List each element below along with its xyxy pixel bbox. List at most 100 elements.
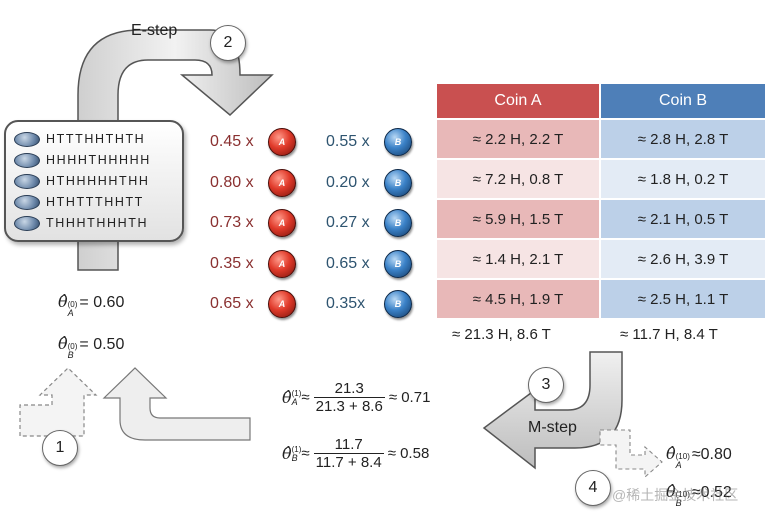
initial-theta-a: θ̂ (0) A = 0.60 — [58, 292, 124, 318]
iteration-label: (1) — [291, 444, 302, 454]
coin-b-header: Coin B — [601, 84, 765, 118]
sequence-row: THHHTHHHTH — [14, 214, 148, 232]
sequence-text: HTTTHHTHTH — [46, 132, 146, 146]
coin-a-icon: A — [268, 169, 296, 197]
weight-b: 0.65 x — [326, 255, 370, 272]
result-b: ≈ 0.58 — [387, 445, 430, 462]
step-number-1: 1 — [42, 430, 78, 466]
coin-icon — [14, 131, 40, 147]
fraction-a: 21.3 21.3 + 8.6 — [313, 380, 385, 415]
initial-value-a: = 0.60 — [79, 294, 125, 311]
sequence-row: HTHTTTHHTT — [14, 193, 144, 211]
initial-theta-b: θ̂ (0) B = 0.50 — [58, 334, 124, 360]
iteration-label: (10) — [675, 490, 690, 499]
coin-a-icon: A — [268, 250, 296, 278]
coin-b-cell: ≈ 1.8 H, 0.2 T — [601, 160, 765, 198]
theta-symbol: θ̂ — [282, 388, 292, 407]
final-value-b: ≈0.52 — [691, 484, 732, 501]
initial-value-b: = 0.50 — [79, 336, 125, 353]
coin-a-cell: ≈ 1.4 H, 2.1 T — [437, 240, 599, 278]
theta-symbol: θ̂ — [282, 444, 292, 463]
iteration-label: (10) — [675, 452, 690, 461]
weight-a: 0.80 x — [210, 174, 254, 191]
coin-b-icon: B — [384, 290, 412, 318]
m-step-arrow — [482, 351, 623, 470]
weight-a: 0.73 x — [210, 214, 254, 231]
update-theta-a: θ̂ (1) A ≈ 21.3 21.3 + 8.6 ≈ 0.71 — [282, 380, 430, 415]
result-a: ≈ 0.71 — [388, 389, 431, 406]
iteration-label: (1) — [291, 388, 302, 398]
coin-b-cell: ≈ 2.1 H, 0.5 T — [601, 200, 765, 238]
coin-a-total: ≈ 21.3 H, 8.6 T — [452, 326, 551, 343]
sequence-row: HTTTHHTHTH — [14, 130, 145, 148]
weight-a: 0.35 x — [210, 255, 254, 272]
coin-b-cell: ≈ 2.6 H, 3.9 T — [601, 240, 765, 278]
weight-b: 0.55 x — [326, 133, 370, 150]
approx-symbol: ≈ — [301, 445, 310, 462]
weight-a: 0.65 x — [210, 295, 254, 312]
weight-a: 0.45 x — [210, 133, 254, 150]
coin-b-icon: B — [384, 209, 412, 237]
sequence-text: THHHTHHHTH — [46, 216, 149, 230]
coin-b-cell: ≈ 2.8 H, 2.8 T — [601, 120, 765, 158]
coin-a-cell: ≈ 5.9 H, 1.5 T — [437, 200, 599, 238]
fraction-b: 11.7 11.7 + 8.4 — [313, 436, 384, 471]
coin-b-total: ≈ 11.7 H, 8.4 T — [620, 326, 718, 343]
update-theta-b: θ̂ (1) B ≈ 11.7 11.7 + 8.4 ≈ 0.58 — [282, 436, 429, 471]
final-value-a: ≈0.80 — [691, 446, 732, 463]
denominator: 21.3 + 8.6 — [313, 397, 385, 415]
theta-symbol: θ̂ — [58, 292, 68, 311]
step-number-4: 4 — [575, 470, 611, 506]
coin-icon — [14, 152, 40, 168]
coin-subscript: A — [291, 396, 298, 407]
m-step-label: M-step — [528, 419, 577, 436]
coin-b-icon: B — [384, 250, 412, 278]
coin-subscript: B — [67, 350, 74, 360]
coin-subscript: A — [67, 308, 74, 318]
sequence-text: HHHHTHHHHH — [46, 153, 151, 167]
e-step-label: E-step — [131, 22, 178, 39]
coin-subscript: A — [675, 460, 682, 470]
coin-icon — [14, 215, 40, 231]
final-arrow — [599, 429, 663, 479]
weight-b: 0.27 x — [326, 214, 370, 231]
coin-icon — [14, 173, 40, 189]
coin-a-icon: A — [268, 128, 296, 156]
sequence-row: HTHHHHHTHH — [14, 172, 150, 190]
weight-b: 0.35x — [326, 295, 366, 312]
step-number-2: 2 — [210, 25, 246, 61]
watermark: @稀土掘金技术社区 — [612, 487, 739, 503]
theta-symbol: θ̂ — [666, 482, 676, 501]
final-theta-a: θ̂ (10) A ≈0.80 — [666, 444, 732, 470]
feedback-arrow — [102, 367, 251, 441]
final-theta-b: θ̂ (10) B ≈0.52 — [666, 482, 732, 508]
coin-b-icon: B — [384, 169, 412, 197]
coin-a-icon: A — [268, 290, 296, 318]
e-step-arrow — [77, 29, 274, 271]
coin-icon — [14, 194, 40, 210]
coin-a-cell: ≈ 4.5 H, 1.9 T — [437, 280, 599, 318]
theta-symbol: θ̂ — [666, 444, 676, 463]
step-number-3: 3 — [528, 367, 564, 403]
weight-b: 0.20 x — [326, 174, 370, 191]
sequence-row: HHHHTHHHHH — [14, 151, 151, 169]
coin-a-icon: A — [268, 209, 296, 237]
coin-subscript: B — [675, 498, 682, 508]
numerator: 11.7 — [334, 436, 363, 453]
approx-symbol: ≈ — [301, 389, 310, 406]
coin-a-cell: ≈ 7.2 H, 0.8 T — [437, 160, 599, 198]
theta-symbol: θ̂ — [58, 334, 68, 353]
numerator: 21.3 — [334, 380, 364, 397]
iteration-label: (0) — [67, 342, 78, 351]
init-arrow — [19, 367, 98, 437]
sequence-text: HTHTTTHHTT — [46, 195, 144, 209]
iteration-label: (0) — [67, 300, 78, 309]
coin-b-cell: ≈ 2.5 H, 1.1 T — [601, 280, 765, 318]
denominator: 11.7 + 8.4 — [313, 453, 384, 471]
coin-b-icon: B — [384, 128, 412, 156]
coin-a-cell: ≈ 2.2 H, 2.2 T — [437, 120, 599, 158]
coin-a-header: Coin A — [437, 84, 599, 118]
coin-subscript: B — [291, 452, 298, 463]
sequence-box: HTTTHHTHTH HHHHTHHHHH HTHHHHHTHH HTHTTTH… — [4, 120, 184, 242]
